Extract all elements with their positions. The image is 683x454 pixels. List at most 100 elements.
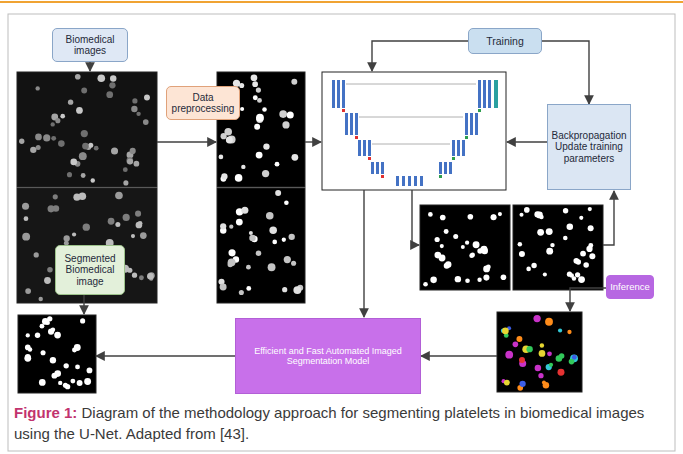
feature-map [439,162,442,174]
stage-label: Data preprocessing [166,86,240,120]
pool-marker [355,136,358,139]
cell-dot [563,208,568,213]
cell-dot [537,229,544,236]
node-text: Backpropagation Update training paramete… [551,130,626,165]
cell-dot [38,297,42,301]
figure-frame [8,14,675,451]
cell-dot [531,263,536,268]
cell-dot [135,211,141,217]
cell-dot [249,231,253,235]
cell-dot [468,214,474,220]
cell-dot [575,272,580,277]
cell-dot [519,213,523,217]
figure-caption: Figure 1: Diagram of the methodology app… [14,402,669,444]
micrograph [497,312,582,392]
cell-dot [519,251,525,257]
cell-dot [266,212,274,220]
cell-dot [229,225,233,229]
cell-dot [75,364,80,369]
cell-dot [428,212,433,217]
cell-dot [131,234,135,238]
pool-marker [342,109,345,112]
cell-dot [111,147,118,154]
cell-dot [26,333,30,337]
cell-dot [143,119,149,125]
flow-arrow [412,190,419,245]
cell-dot [40,324,45,329]
cell-dot [282,238,286,242]
bottleneck-map [396,176,399,186]
bottleneck-map [420,176,423,186]
micrograph-ground [420,205,510,290]
cell-dot [64,235,70,241]
cell-dot [84,378,91,385]
cell-dot [256,114,264,122]
cell-dot [543,272,547,276]
feature-map [449,162,452,174]
flow-arrow [96,355,235,356]
cell-dot [80,318,85,323]
cell-dot [588,225,594,231]
feature-map [488,80,491,108]
cell-dot [580,251,586,257]
cell-dot [256,250,261,255]
bottleneck-map [402,176,405,186]
cell-dot [262,107,267,112]
cell-dot [257,98,262,103]
node-text: Inference [610,282,650,293]
cell-dot [239,290,244,295]
cell-dot [132,98,137,103]
feature-map [345,113,348,135]
cell-dot [540,343,544,347]
cell-dot [58,140,65,147]
cell-dot [440,215,446,221]
cell-dot [236,219,243,226]
bottleneck-map [408,176,411,186]
cell-dot [272,240,277,245]
cell-dot [54,332,61,339]
cell-dot [67,172,72,177]
cell-dot [219,155,224,160]
cell-dot [547,351,552,356]
cell-dot [19,139,24,144]
cell-dot [36,145,41,150]
upconv-marker [439,175,442,178]
cell-dot [526,346,532,352]
skip-link [359,117,463,118]
feature-map [457,140,460,156]
cell-dot [68,99,73,104]
skip-link [346,84,476,85]
cell-dot [291,154,298,161]
unet-frame [322,72,506,190]
cell-dot [51,136,56,141]
cell-dot [35,333,40,338]
micrograph [513,205,603,290]
feature-map [350,113,353,135]
cell-dot [282,287,287,292]
cell-dot [545,318,553,326]
cell-dot [83,223,90,230]
cell-dot [51,122,55,126]
node-text: Biomedical images [57,34,123,57]
cell-dot [130,148,136,154]
feature-map [371,162,374,174]
feature-map [444,162,447,174]
cell-dot [30,147,36,153]
skip-link [372,144,450,145]
cell-dot [444,229,449,234]
cell-dot [25,288,31,294]
cell-dot [75,74,81,80]
node-text: Data preprocessing [171,92,235,115]
caption-body: Diagram of the methodology approach for … [14,404,644,442]
process-box: Backpropagation Update training paramete… [547,104,631,190]
feature-map [363,140,366,156]
cell-dot [60,114,65,119]
cell-dot [35,134,42,141]
feature-map [332,80,335,108]
cell-dot [147,273,154,280]
flow-arrow [603,191,614,245]
feature-map [368,140,371,156]
cell-dot [81,88,87,94]
cell-dot [434,252,441,259]
micrograph-ground [17,72,157,187]
